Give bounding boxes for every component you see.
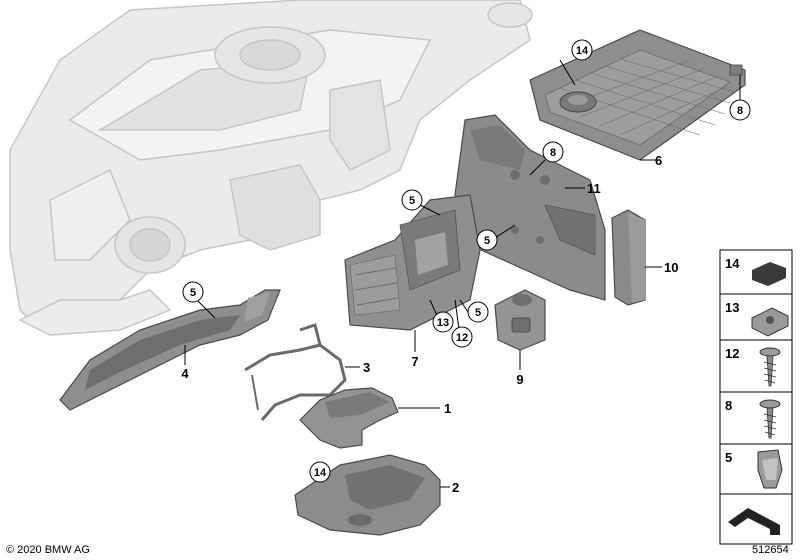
diagram-number: 512654 <box>752 544 789 556</box>
svg-text:5: 5 <box>190 287 196 299</box>
legend-item-14: 14 <box>719 249 793 295</box>
svg-text:12: 12 <box>456 332 468 344</box>
label-part-10: 10 <box>664 260 678 275</box>
callout-13: 13 <box>432 311 454 333</box>
callout-5-mid: 5 <box>476 229 498 251</box>
callout-8-mid: 8 <box>542 141 564 163</box>
label-part-1: 1 <box>444 401 451 416</box>
part-10-small-trim <box>611 209 662 306</box>
label-part-9: 9 <box>516 372 523 387</box>
label-part-11: 11 <box>587 181 601 196</box>
svg-text:8: 8 <box>550 147 556 159</box>
part-11-side-trim-panel <box>454 114 606 301</box>
svg-text:13: 13 <box>437 317 449 329</box>
svg-text:14: 14 <box>725 256 740 271</box>
legend-nav-box <box>719 493 793 545</box>
svg-text:5: 5 <box>725 450 732 465</box>
callout-12: 12 <box>451 326 473 348</box>
callout-5-bracket: 5 <box>401 189 423 211</box>
screw-icon <box>759 347 781 357</box>
callout-5-left: 5 <box>182 281 204 303</box>
svg-text:5: 5 <box>484 235 490 247</box>
screw-icon <box>759 399 781 409</box>
part-7-bracket <box>344 194 481 352</box>
legend-item-5: 5 <box>719 443 793 495</box>
svg-text:14: 14 <box>576 45 589 57</box>
arrow-icon <box>728 508 780 535</box>
part-1-upper-column-cover <box>299 387 440 449</box>
svg-text:13: 13 <box>725 300 739 315</box>
part-6-storage-tray <box>529 29 746 161</box>
svg-text:5: 5 <box>409 195 415 207</box>
legend-item-12: 12 <box>719 339 793 393</box>
part-9-switch-cover <box>494 289 546 370</box>
small-parts-legend: 14 13 12 8 5 <box>719 249 793 545</box>
circled-callouts: 14 8 8 5 5 5 5 13 <box>182 39 751 483</box>
part-2-lower-column-cover <box>294 454 450 536</box>
copyright: © 2020 BMW AG <box>6 544 90 556</box>
label-part-4: 4 <box>181 366 189 381</box>
svg-text:12: 12 <box>725 346 739 361</box>
part-3-frame <box>244 323 360 421</box>
svg-text:8: 8 <box>737 105 743 117</box>
svg-text:8: 8 <box>725 398 732 413</box>
callout-8-top: 8 <box>729 99 751 121</box>
legend-item-13: 13 <box>719 293 793 341</box>
legend-item-8: 8 <box>719 391 793 445</box>
callout-14-top: 14 <box>571 39 593 61</box>
callout-5-cover: 5 <box>467 301 489 323</box>
part-labels: 6 11 10 4 3 7 9 1 2 <box>181 153 678 495</box>
label-part-3: 3 <box>363 360 370 375</box>
label-part-7: 7 <box>411 354 418 369</box>
part-4-lower-trim <box>59 289 281 411</box>
svg-text:14: 14 <box>314 467 327 479</box>
dashboard-background <box>9 0 533 336</box>
svg-text:5: 5 <box>475 307 481 319</box>
callout-14-bottom: 14 <box>309 461 331 483</box>
pad-icon <box>752 262 786 286</box>
label-part-6: 6 <box>655 153 662 168</box>
label-part-2: 2 <box>452 480 459 495</box>
